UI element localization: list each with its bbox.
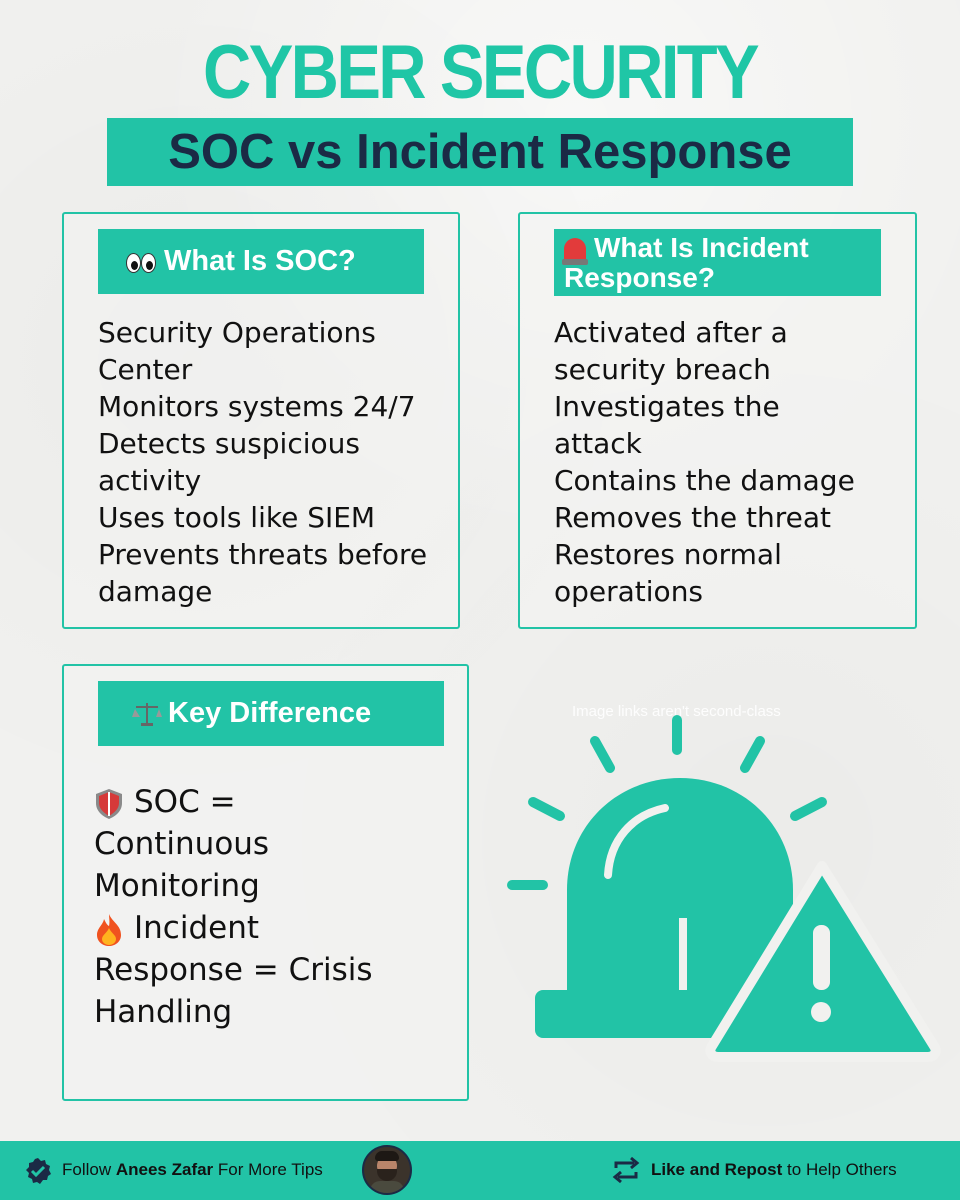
fire-icon — [97, 913, 121, 946]
author-name[interactable]: Anees Zafar — [115, 1160, 214, 1179]
eyes-icon — [126, 253, 156, 274]
shield-icon — [96, 788, 122, 819]
repost-text: Like and Repost to Help Others — [651, 1160, 897, 1179]
list-item: Uses tools like SIEM — [98, 501, 376, 534]
verified-check-icon — [26, 1158, 51, 1184]
list-item: Prevents threats before — [98, 538, 428, 571]
list-item: Investigates the — [554, 390, 780, 423]
ir-heading-line1: What Is Incident — [594, 232, 809, 263]
list-item: Monitors systems 24/7 — [98, 390, 416, 423]
list-item: Detects suspicious — [98, 427, 360, 460]
scales-icon — [132, 703, 162, 727]
list-item: Activated after a — [554, 316, 788, 349]
footer: Follow Anees Zafar For More Tips Like an… — [0, 1141, 960, 1200]
key-line: Response = Crisis — [94, 952, 373, 988]
page-title: CYBER SECURITY — [203, 30, 760, 115]
list-item: Restores normal — [554, 538, 782, 571]
incident-response-card: What Is Incident Response? Activated aft… — [518, 212, 917, 629]
ir-heading-line2: Response? — [564, 262, 715, 293]
soc-card-heading: What Is SOC? — [98, 229, 424, 294]
soc-heading-text: What Is SOC? — [164, 245, 356, 277]
siren-icon — [562, 237, 588, 265]
list-item: security breach — [554, 353, 771, 386]
list-item: Security Operations — [98, 316, 376, 349]
key-card-heading: Key Difference — [98, 681, 444, 746]
follow-text: Follow Anees Zafar For More Tips — [62, 1160, 323, 1179]
avatar[interactable] — [362, 1145, 412, 1195]
soc-card-body: Security Operations Center Monitors syst… — [98, 314, 452, 610]
key-line: Incident — [134, 910, 259, 946]
repost-icon[interactable] — [610, 1156, 642, 1184]
key-card-body: SOC = Continuous Monitoring Incident Res… — [94, 781, 459, 1033]
list-item: Center — [98, 353, 193, 386]
key-line: Handling — [94, 994, 233, 1030]
ir-card-body: Activated after a security breach Invest… — [554, 314, 909, 610]
list-item: Contains the damage — [554, 464, 855, 497]
soc-card: What Is SOC? Security Operations Center … — [62, 212, 460, 629]
illustration-caption: Image links aren't second-class — [572, 703, 781, 720]
list-item: attack — [554, 427, 642, 460]
list-item: activity — [98, 464, 202, 497]
subtitle-banner: SOC vs Incident Response — [107, 118, 853, 186]
key-line: Continuous — [94, 826, 270, 862]
key-difference-card: Key Difference SOC = Continuous Monitori… — [62, 664, 469, 1101]
key-heading-text: Key Difference — [168, 697, 372, 729]
list-item: damage — [98, 575, 213, 608]
key-line: SOC = — [134, 784, 236, 820]
list-item: Removes the threat — [554, 501, 831, 534]
list-item: operations — [554, 575, 704, 608]
ir-card-heading: What Is Incident Response? — [554, 229, 881, 296]
key-line: Monitoring — [94, 868, 260, 904]
